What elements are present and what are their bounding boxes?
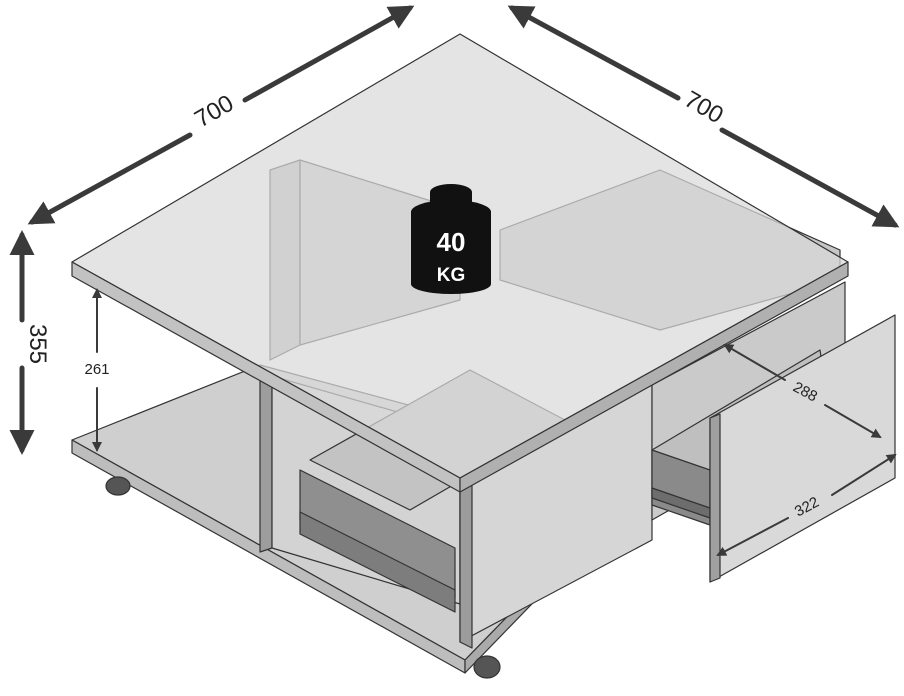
inner-height-label: 261 [84, 361, 109, 378]
total-height-label: 355 [24, 324, 51, 364]
tabletop-right-edge [459, 261, 849, 493]
wheel-front [473, 655, 501, 679]
drawer-width-arrow-b [831, 453, 897, 496]
width-left-arrow-b [242, 5, 415, 103]
center-divider [259, 375, 273, 553]
drawer-front-edge [709, 413, 721, 583]
weight-value: 40 [437, 227, 466, 257]
weight-unit: KG [437, 265, 466, 286]
inner-arrows [92, 288, 897, 556]
inner-drawer-lower-front [299, 511, 456, 613]
weight-body [411, 212, 491, 284]
width-right-label: 700 [680, 86, 728, 129]
width-left-label: 700 [190, 90, 238, 133]
wheel-left [105, 476, 131, 496]
weight-body-bottom [411, 274, 491, 294]
width-right-arrow-b [719, 127, 900, 228]
drawer-depth-arrow-b [824, 404, 882, 439]
weight-badge: 40 KG [411, 184, 491, 294]
front-door-edge [459, 479, 473, 649]
table-body [71, 33, 896, 679]
dimension-arrows [9, 5, 900, 455]
drawer-depth-arrow-a [723, 343, 786, 381]
width-right-arrow-a [507, 5, 681, 101]
drawer-width-arrow-a [716, 517, 789, 556]
width-left-arrow-a [27, 132, 193, 225]
